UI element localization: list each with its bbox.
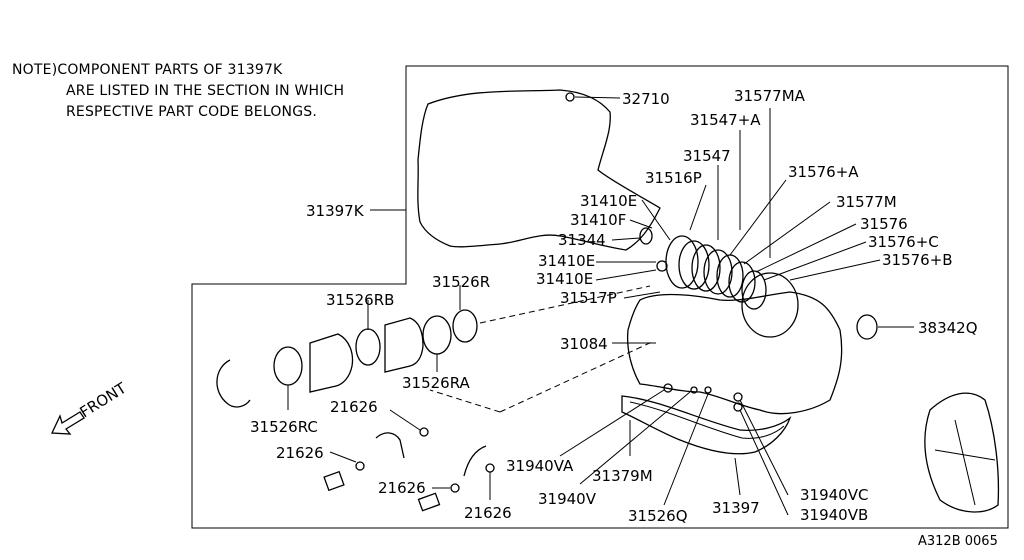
label-31940VA: 31940VA — [506, 457, 574, 475]
transmission-case-outline — [417, 89, 661, 251]
label-31547-plus-a: 31547+A — [690, 111, 761, 129]
seal-31379M-shape — [690, 386, 698, 394]
label-31940VB: 31940VB — [800, 506, 868, 524]
housing-rib-2 — [934, 449, 996, 461]
reference-code: A312B 0065 — [918, 534, 998, 549]
seal-31526Q-shape — [704, 386, 712, 394]
seal-38342Q-shape — [856, 314, 878, 340]
label-31516P: 31516P — [645, 169, 702, 187]
label-31547: 31547 — [683, 147, 731, 165]
ring-31577MA-shape — [703, 249, 733, 295]
label-31526R: 31526R — [432, 273, 490, 291]
housing-rib-1 — [954, 419, 976, 506]
o-ring-31940VC-shape — [733, 392, 743, 402]
oil-pipe-1-shape — [375, 432, 405, 459]
seal-31526RA-shape — [422, 315, 452, 355]
washer-21626-a-shape — [419, 427, 429, 437]
label-31410E-2: 31410E — [538, 252, 595, 270]
label-31526RB: 31526RB — [326, 291, 394, 309]
label-21626-1: 21626 — [330, 398, 378, 416]
leader-lines — [287, 96, 914, 516]
o-ring-31940VB-shape — [733, 402, 743, 412]
piston-31526RB-shape — [384, 317, 424, 373]
label-31084: 31084 — [560, 335, 608, 353]
note-line-2: ARE LISTED IN THE SECTION IN WHICH — [66, 83, 345, 99]
label-31577M: 31577M — [836, 193, 897, 211]
label-31526Q: 31526Q — [628, 507, 688, 525]
dash-line-3 — [429, 389, 501, 413]
ring-31526RB-shape — [355, 328, 381, 366]
front-label: FRONT — [77, 379, 131, 422]
label-31397K: 31397K — [306, 202, 365, 220]
label-21626-2: 21626 — [276, 444, 324, 462]
dash-line-1 — [479, 285, 651, 324]
converter-housing-shape — [924, 392, 1000, 513]
ring-31516P-shape — [665, 235, 699, 289]
seal-32710-shape — [565, 92, 575, 102]
label-21626-4: 21626 — [464, 504, 512, 522]
note-line-3: RESPECTIVE PART CODE BELONGS. — [66, 104, 318, 120]
label-31526RA: 31526RA — [402, 374, 471, 392]
plate-31576B-shape — [741, 272, 799, 338]
label-31344: 31344 — [558, 231, 606, 249]
label-31940V: 31940V — [538, 490, 597, 508]
front-arrow-icon — [51, 411, 85, 435]
servo-cover-shape — [309, 333, 354, 393]
oil-pan-inner — [629, 401, 785, 439]
label-31576-plus-b: 31576+B — [882, 251, 953, 269]
valve-body-outline — [626, 291, 843, 415]
washer-21626-d-shape — [485, 463, 495, 473]
label-31526RC: 31526RC — [250, 418, 318, 436]
label-31577MA: 31577MA — [734, 87, 806, 105]
ring-31576-shape — [741, 270, 767, 310]
label-31517P: 31517P — [560, 289, 617, 307]
dash-line-2 — [499, 341, 653, 413]
washer-21626-b-shape — [355, 461, 365, 471]
label-31379M: 31379M — [592, 467, 653, 485]
label-31410F: 31410F — [570, 211, 626, 229]
bolt-b-shape — [417, 492, 441, 512]
snap-ring-shape — [216, 359, 251, 408]
label-31397: 31397 — [712, 499, 760, 517]
note-line-1: NOTE)COMPONENT PARTS OF 31397K — [12, 62, 283, 78]
bolt-a-shape — [323, 470, 345, 492]
ring-31526RC-shape — [273, 346, 303, 386]
ring-31410E-shape — [656, 260, 668, 272]
label-38342Q: 38342Q — [918, 319, 978, 337]
ring-31526R-shape — [452, 309, 478, 343]
label-31576: 31576 — [860, 215, 908, 233]
oil-pan-shape — [621, 395, 792, 455]
label-32710: 32710 — [622, 90, 670, 108]
washer-21626-c-shape — [450, 483, 460, 493]
ring-31547-shape — [678, 240, 710, 290]
oil-pipe-2-shape — [463, 445, 487, 477]
label-31410E-3: 31410E — [536, 270, 593, 288]
label-31940VC: 31940VC — [800, 486, 868, 504]
assembly-frame — [191, 65, 1009, 529]
label-31576-plus-a: 31576+A — [788, 163, 859, 181]
label-31576-plus-c: 31576+C — [868, 233, 939, 251]
washer-31344-shape — [639, 227, 653, 245]
label-31410E-1: 31410E — [580, 192, 637, 210]
o-ring-31940VA-shape — [663, 383, 673, 393]
ring-31547A-shape — [691, 244, 721, 292]
label-21626-3: 21626 — [378, 479, 426, 497]
